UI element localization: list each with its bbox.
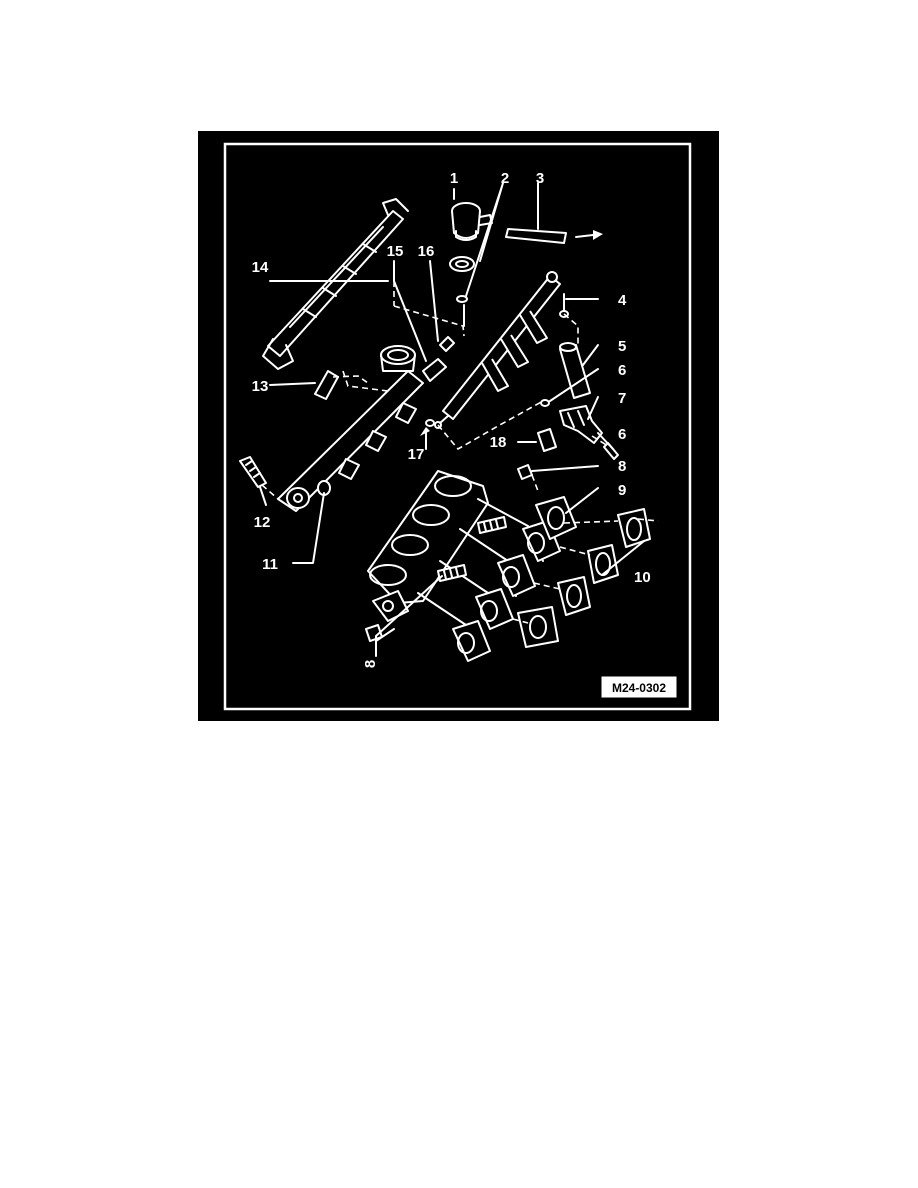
reference-code: M24-0302 (612, 681, 666, 695)
callout-14: 14 (252, 259, 269, 276)
callout-4: 4 (618, 292, 627, 309)
callout-5: 5 (618, 338, 626, 355)
part-5-injector (559, 342, 591, 399)
callout-13: 13 (252, 378, 269, 395)
callout-12: 12 (254, 514, 271, 531)
callout-6-upper: 6 (618, 362, 626, 379)
callout-7: 7 (618, 390, 626, 407)
callout-10: 10 (634, 569, 651, 586)
callout-labels: 1 2 3 4 5 6 7 6 8 9 10 11 12 13 14 15 16… (252, 170, 651, 668)
callout-15: 15 (387, 243, 404, 260)
part-15-lower-fuel-rail (277, 345, 447, 512)
exploded-diagram-frame: 1 2 3 4 5 6 7 6 8 9 10 11 12 13 14 15 16… (198, 131, 719, 721)
callout-8-upper: 8 (618, 458, 626, 475)
callout-18: 18 (490, 434, 507, 451)
callout-3: 3 (536, 170, 544, 187)
callout-16: 16 (418, 243, 435, 260)
part-13-retaining-clip (314, 370, 369, 400)
reference-code-badge: M24-0302 (601, 676, 677, 698)
part-4-fuel-rail (434, 271, 569, 429)
callout-17: 17 (408, 446, 425, 463)
callout-1: 1 (450, 170, 458, 187)
intake-manifold-exploded-view: 1 2 3 4 5 6 7 6 8 9 10 11 12 13 14 15 16… (223, 142, 692, 711)
part-2-o-rings (449, 256, 475, 327)
part-14-rail-cover (262, 198, 409, 370)
leader-lines (259, 182, 645, 657)
intake-manifold (367, 470, 561, 662)
callout-8-lower: 8 (362, 660, 379, 668)
part-16-seal (439, 336, 455, 352)
part-12-bolt (239, 456, 279, 500)
part-9-10-gaskets (512, 496, 659, 648)
inner-border (223, 142, 692, 711)
part-18-clamp (537, 428, 557, 452)
callout-9: 9 (618, 482, 626, 499)
part-1-pressure-regulator (451, 202, 493, 241)
callout-2: 2 (501, 170, 509, 187)
callout-11: 11 (262, 556, 278, 573)
part-6-7-injector-seal (540, 399, 619, 460)
callout-6-lower: 6 (618, 426, 626, 443)
part-3-vacuum-hose (505, 228, 603, 244)
part-8-nuts-and-studs (365, 464, 539, 642)
